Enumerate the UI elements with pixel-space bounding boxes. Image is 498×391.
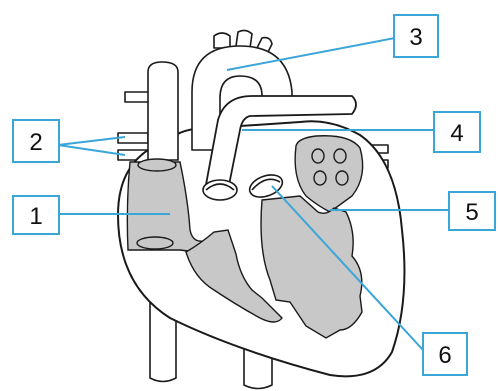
label-5-text: 5 <box>465 199 478 226</box>
label-6-text: 6 <box>438 342 451 369</box>
label-1-text: 1 <box>29 203 42 230</box>
label-box-3: 3 <box>394 15 438 57</box>
superior-vena-cava <box>148 62 178 160</box>
leader-line-2b <box>58 145 125 155</box>
vena-cava-opening-top <box>138 159 176 171</box>
vena-cava-opening-bottom <box>137 237 173 249</box>
label-3-text: 3 <box>409 24 422 51</box>
label-box-4: 4 <box>434 112 480 152</box>
label-box-1: 1 <box>13 196 59 234</box>
label-box-2: 2 <box>13 120 59 162</box>
label-4-text: 4 <box>450 120 463 147</box>
label-box-5: 5 <box>449 192 495 230</box>
leader-line-2a <box>58 137 125 145</box>
pulmonary-valve <box>203 180 237 200</box>
vessel-stub-a <box>125 92 150 102</box>
label-2-text: 2 <box>29 129 42 156</box>
label-box-6: 6 <box>423 333 467 375</box>
